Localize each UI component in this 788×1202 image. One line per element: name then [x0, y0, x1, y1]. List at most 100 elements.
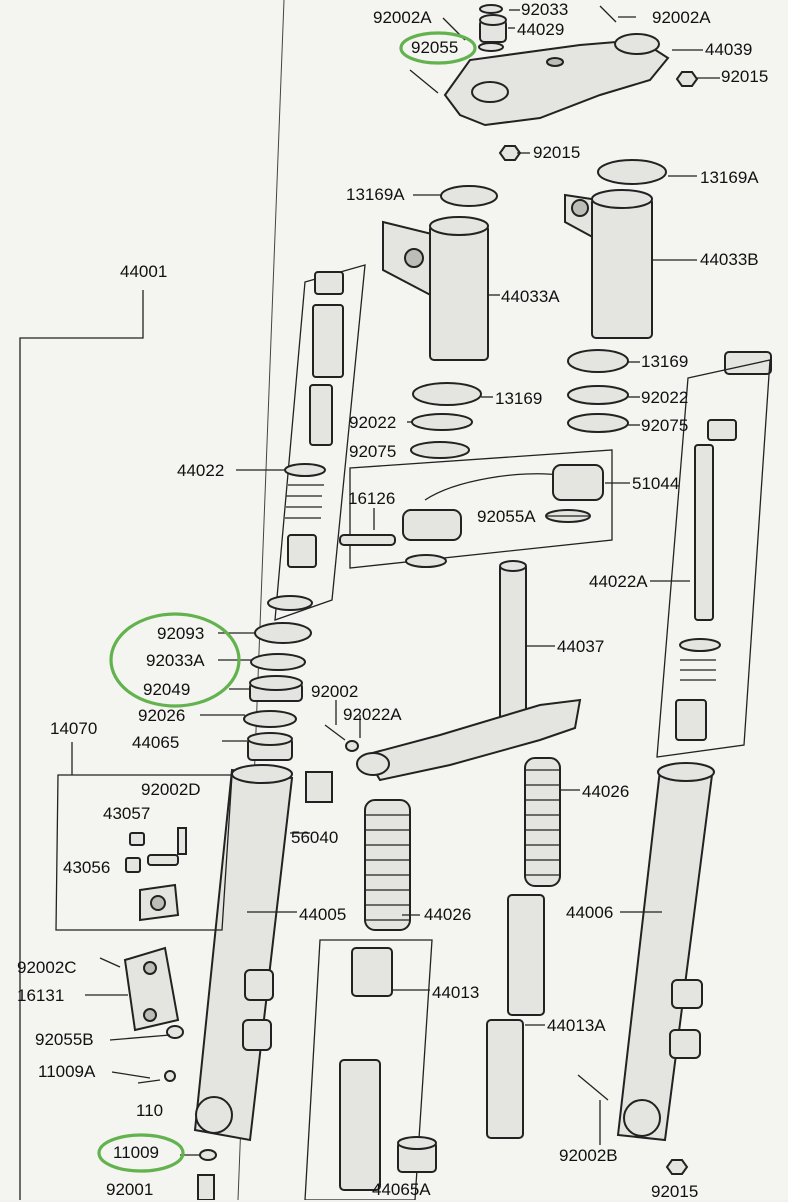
bolt-92002: [324, 724, 346, 741]
label-92015-mid: 92015: [533, 143, 581, 162]
label-13169A-left: 13169A: [346, 185, 405, 204]
label-44026-right: 44026: [582, 782, 630, 801]
bolt-92002A-left: [409, 69, 439, 94]
label-11009A: 11009A: [38, 1062, 96, 1081]
washer-92033: [479, 4, 503, 14]
washer-92075-center: [410, 441, 470, 459]
nut-92015-mid: [498, 145, 522, 161]
label-13169-right: 13169: [641, 352, 689, 371]
screw-110: [137, 1079, 161, 1084]
label-44033B: 44033B: [700, 250, 759, 269]
label-16126: 16126: [348, 489, 396, 508]
bolt-92002C: [99, 957, 121, 968]
cap-44029: [479, 14, 507, 43]
label-92022-right: 92022: [641, 388, 689, 407]
upper-triple-clamp: [443, 33, 670, 127]
label-92002A-right: 92002A: [652, 8, 711, 27]
clip-92033A: [250, 653, 306, 671]
upper-tube-44033A: [382, 216, 489, 361]
ring-13169A-right: [597, 159, 667, 185]
washer-92055: [478, 42, 504, 52]
kit-14070-frame: [55, 774, 233, 931]
screw-16126: [339, 534, 396, 546]
highlight-11009: [97, 1133, 185, 1173]
damper-rod-44022A: [675, 419, 737, 741]
label-92002A-top: 92002A: [373, 8, 432, 27]
label-92002D: 92002D: [141, 780, 201, 799]
seal-92022-center: [411, 413, 473, 431]
label-92075-center: 92075: [349, 442, 397, 461]
label-56040: 56040: [291, 828, 339, 847]
fork-leg-44005: [193, 764, 294, 1142]
spring-44026-right: [524, 757, 561, 887]
nut-92015-bottom: [665, 1159, 689, 1175]
bearing-13169-right: [567, 349, 629, 373]
label-92055: 92055: [411, 38, 459, 57]
label-13169-center: 13169: [495, 389, 543, 408]
label-44013: 44013: [432, 983, 480, 1002]
label-44026-center: 44026: [424, 905, 472, 924]
seal-92093: [254, 622, 312, 644]
label-14070: 14070: [50, 719, 98, 738]
spacer-block: [724, 351, 772, 375]
seal-92022-right: [567, 385, 629, 405]
washer-92022A: [345, 740, 359, 752]
label-44006: 44006: [566, 903, 614, 922]
highlight-markers: [97, 31, 477, 1173]
washer-11009A: [164, 1070, 176, 1082]
label-92033: 92033: [521, 0, 569, 19]
label-44039: 44039: [705, 40, 753, 59]
label-11009: 11009: [113, 1143, 160, 1162]
highlight-92055: [399, 31, 477, 65]
upper-tube-44033B: [564, 189, 653, 339]
label-56040: [305, 771, 333, 803]
fork-leg-44006: [616, 762, 715, 1142]
label-92022-center: 92022: [349, 413, 397, 432]
oring-92055B: [166, 1025, 184, 1039]
label-43057: 43057: [103, 804, 151, 823]
washer-92075-right: [567, 413, 629, 433]
label-44033A: 44033A: [501, 287, 560, 306]
washer-11009: [199, 1149, 217, 1161]
seal-92049: [249, 675, 303, 702]
label-92015-bottom: 92015: [651, 1182, 699, 1201]
label-44005: 44005: [299, 905, 347, 924]
label-16131: 16131: [17, 986, 65, 1005]
washer-92026: [243, 710, 297, 728]
bolt-92002B: [577, 1074, 609, 1101]
label-92001: 92001: [106, 1180, 154, 1199]
sleeve-44013: [339, 947, 393, 1191]
label-44022: 44022: [177, 461, 225, 480]
label-92026: 92026: [138, 706, 186, 725]
label-51044: 51044: [632, 474, 680, 493]
damper-rod-44022: [267, 271, 344, 611]
bearing-13169-center: [412, 382, 482, 406]
steering-stem-44037: [356, 560, 582, 782]
oring-lower: [405, 554, 447, 568]
fork-internals-frame-left: [274, 264, 366, 621]
bolt-92001: [197, 1174, 215, 1200]
ring-13169A-left: [440, 185, 498, 207]
label-43056: 43056: [63, 858, 111, 877]
label-92055A: 92055A: [477, 507, 536, 526]
sensor-51044: [402, 464, 604, 541]
label-44001: 44001: [120, 262, 168, 281]
label-44065A: 44065A: [372, 1180, 431, 1199]
fork-internals-frame-right: [656, 359, 771, 758]
label-44065: 44065: [132, 733, 180, 752]
label-92002C: 92002C: [17, 958, 77, 977]
label-110: 110: [136, 1101, 164, 1120]
label-44013A: 44013A: [547, 1016, 606, 1035]
label-92055B: 92055B: [35, 1030, 94, 1049]
label-92093: 92093: [157, 624, 205, 643]
kit-14070: [125, 827, 187, 922]
label-44022A: 44022A: [589, 572, 648, 591]
bracket-16131: [123, 946, 180, 1032]
label-92022A: 92022A: [343, 705, 402, 724]
label-13169A-right: 13169A: [700, 168, 759, 187]
label-92049: 92049: [143, 680, 191, 699]
label-92002: 92002: [311, 682, 359, 701]
label-44037: 44037: [557, 637, 605, 656]
label-92015-right: 92015: [721, 67, 769, 86]
